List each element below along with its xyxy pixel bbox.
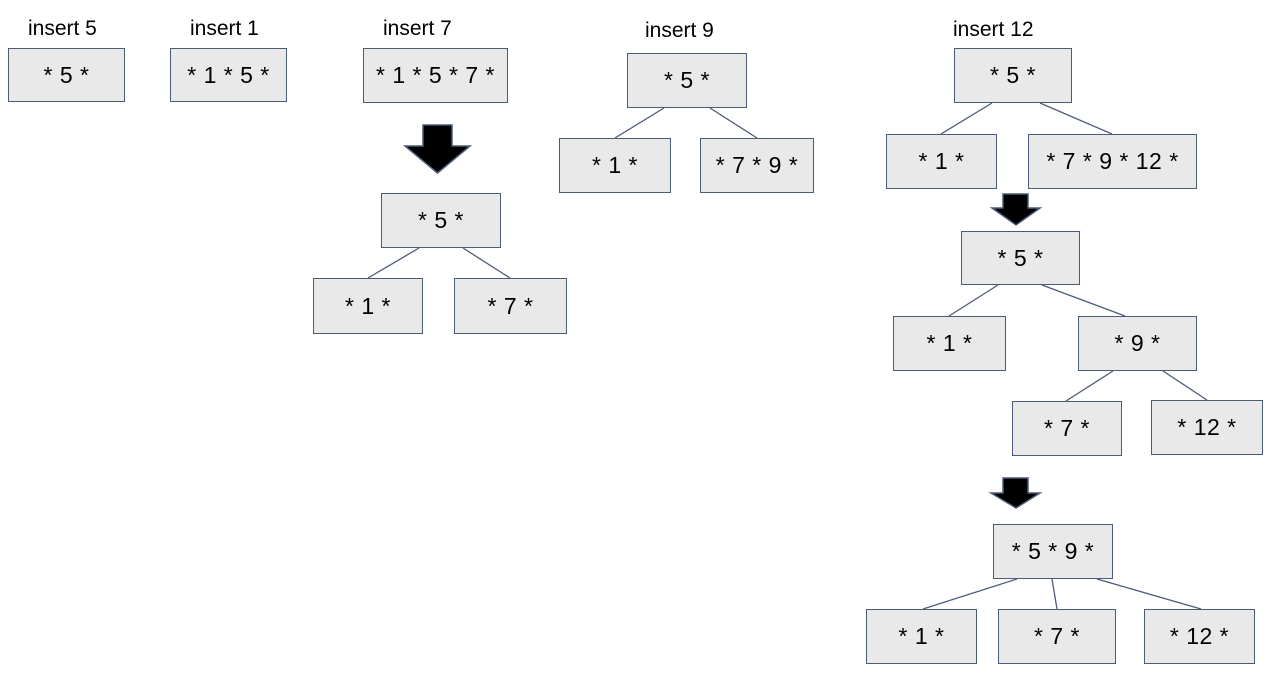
connector-line (1096, 578, 1202, 610)
step-label-insert-9: insert 9 (645, 19, 714, 42)
step-label-insert-7: insert 7 (383, 17, 452, 40)
connector-line (1041, 284, 1126, 317)
btree-node-leaf: * 1 * (313, 278, 423, 334)
connector-line (1039, 102, 1113, 135)
btree-node-leaf: * 7 * 9 * (700, 138, 814, 193)
connector-line (709, 107, 758, 139)
btree-node-root: * 5 * (954, 48, 1072, 103)
connector-line (462, 247, 511, 279)
btree-node-leaf: * 7 * (454, 278, 567, 334)
connector-line (1065, 370, 1114, 402)
btree-node-root: * 5 * 9 * (993, 524, 1113, 579)
btree-node-leaf: * 7 * 9 * 12 * (1028, 134, 1197, 189)
step-label-insert-12: insert 12 (953, 18, 1034, 41)
connector-line (948, 284, 999, 317)
connector-line (367, 247, 420, 279)
btree-node-leaf: * 1 * (886, 134, 997, 189)
down-arrow-icon (989, 193, 1043, 226)
connector-line (1162, 370, 1208, 401)
btree-node-leaf: * 7 * (1012, 401, 1122, 456)
btree-node-leaf: * 12 * (1151, 400, 1263, 455)
btree-node-leaf: * 1 * (559, 138, 671, 193)
btree-node-inner: * 9 * (1078, 316, 1197, 371)
btree-node-root: * 5 * (627, 53, 747, 108)
connector-line (1051, 578, 1058, 610)
connector-line (922, 578, 1018, 610)
btree-node-leaf: * 7 * (998, 609, 1116, 664)
connector-line (614, 107, 665, 139)
step-label-insert-5: insert 5 (28, 17, 97, 40)
connector-line (940, 102, 993, 135)
down-arrow-icon (988, 477, 1043, 509)
btree-node-leaf: * 1 * (893, 316, 1006, 371)
step-label-insert-1: insert 1 (190, 17, 259, 40)
down-arrow-icon (402, 124, 473, 174)
btree-node-leaf: * 12 * (1144, 609, 1255, 664)
btree-node-root: * 5 * (381, 193, 501, 248)
btree-node: * 1 * 5 * 7 * (363, 48, 508, 103)
btree-node: * 1 * 5 * (170, 48, 287, 102)
btree-node: * 5 * (8, 48, 125, 102)
btree-node-root: * 5 * (961, 231, 1080, 285)
btree-node-leaf: * 1 * (866, 609, 977, 664)
